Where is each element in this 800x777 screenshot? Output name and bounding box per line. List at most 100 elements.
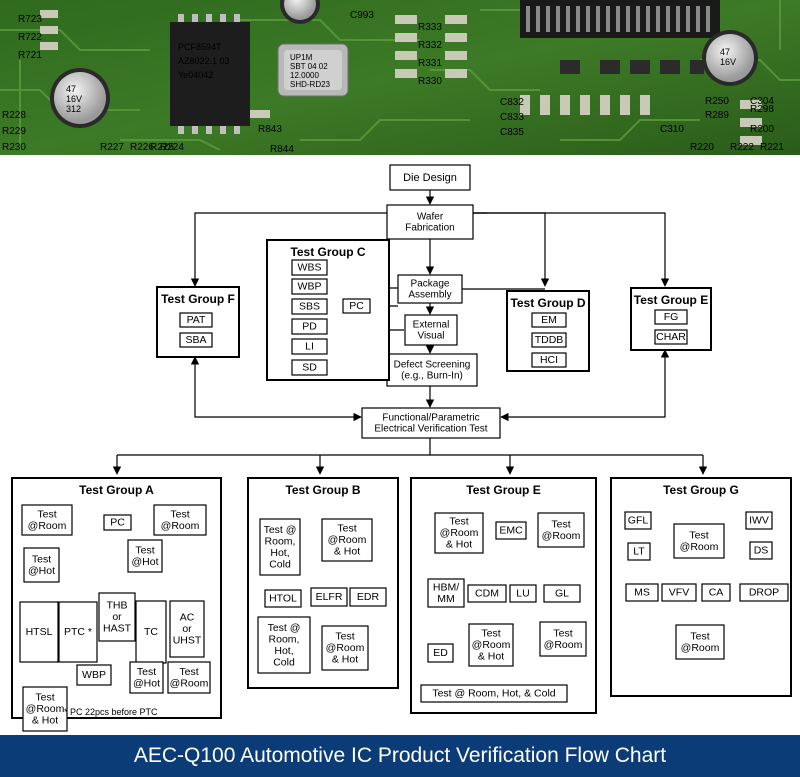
group-f-item-pat-label: PAT: [187, 314, 206, 326]
group-a-thb-hast-label: or: [112, 611, 122, 623]
group-c-item-wbs: WBS: [291, 259, 328, 276]
group-e-test-room-hot-1-label: Test: [449, 516, 468, 528]
group-g-ds-label: DS: [754, 545, 769, 557]
wafer-fabrication-box-label: Wafer: [417, 212, 444, 223]
group-e-test-room-hot-2-label: @Room: [472, 639, 511, 651]
group-b-test-room-hot-1-label: @Room: [328, 534, 367, 546]
group-e-cdm: CDM: [467, 584, 507, 603]
capacitor-marking: 47: [66, 84, 76, 94]
group-g-vfv-label: VFV: [669, 587, 689, 599]
group-e-hbm-mm-label: MM: [437, 593, 455, 605]
flow-connector: [500, 349, 670, 422]
group-g-iwv: IWV: [745, 511, 773, 530]
group-g-drop-label: DROP: [749, 587, 779, 599]
pcb-silkscreen-label: R228: [2, 110, 26, 121]
ic-chip-marking: AZ8022.1 03: [178, 56, 230, 66]
group-a-test-room-hot-label: & Hot: [32, 715, 58, 727]
group-d-item-tddb: TDDB: [531, 332, 567, 348]
package-assembly-box-label: Assembly: [408, 290, 451, 301]
group-a-test-hot-2-label: Test: [135, 544, 154, 556]
group-b-test-room-hot-1-label: Test: [337, 523, 356, 535]
group-c-item-pd: PD: [291, 318, 328, 335]
test-group-g-title: Test Group G: [663, 483, 739, 497]
pcb-silkscreen-label: R333: [418, 22, 442, 33]
group-e-emc: EMC: [495, 521, 527, 540]
group-e-ed-label: ED: [433, 647, 448, 659]
group-c-item-wbp: WBP: [291, 278, 328, 295]
group-b-test-rhc-2: Test @Room,Hot,Cold: [257, 616, 311, 674]
group-b-htol-label: HTOL: [269, 593, 297, 605]
group-a-test-hot-3-label: Test: [137, 666, 156, 678]
group-e-test-room-1-label: Test: [551, 518, 570, 530]
test-group-e-top-title: Test Group E: [634, 293, 708, 307]
group-b-test-rhc-1-label: Room,: [265, 535, 296, 547]
pcb-silkscreen-label: C833: [500, 112, 524, 123]
group-a-test-room-1-label: Test: [37, 508, 56, 520]
defect-screening-box-label: Defect Screening: [394, 360, 471, 371]
group-a-ac-uhst-label: AC: [180, 612, 195, 624]
wafer-fabrication-box-label: Fabrication: [405, 223, 454, 234]
capacitor-marking: 16V: [720, 57, 736, 67]
group-c-pc-box-label: PC: [349, 300, 364, 312]
pcb-silkscreen-label: R226: [130, 142, 154, 153]
caption-text: AEC-Q100 Automotive IC Product Verificat…: [133, 744, 667, 767]
group-d-item-em-label: EM: [541, 314, 557, 326]
group-b-elfr-label: ELFR: [316, 591, 343, 603]
group-e-test-room-2-label: Test: [553, 627, 572, 639]
pcb-silkscreen-label: R225: [150, 142, 174, 153]
group-f-item-sba-label: SBA: [185, 334, 206, 346]
group-g-gfl-label: GFL: [628, 515, 649, 527]
group-a-test-room-3-label: Test: [179, 666, 198, 678]
group-b-test-room-hot-1: Test@Room& Hot: [321, 518, 373, 562]
group-g-gfl: GFL: [624, 511, 652, 530]
group-g-ca: CA: [701, 583, 731, 602]
group-b-test-rhc-2-label: Room,: [269, 633, 300, 645]
group-e-test-room-hot-1: Test@Room& Hot: [434, 512, 484, 554]
defect-screening-box-label: (e.g., Burn-In): [401, 371, 463, 382]
test-group-c: Test Group C: [266, 239, 390, 381]
group-a-test-room-3-label: @Room: [170, 677, 209, 689]
group-a-tc-label: TC: [144, 626, 158, 638]
group-b-test-rhc-2-label: Hot,: [274, 645, 293, 657]
group-a-ac-uhst-label: UHST: [173, 635, 202, 647]
group-a-test-room-hot-label: Test: [35, 692, 54, 704]
group-a-test-room-hot: Test@Room& Hot: [22, 686, 68, 732]
group-c-item-sbs: SBS: [291, 298, 328, 315]
group-c-item-pd-label: PD: [302, 321, 317, 333]
group-c-item-wbp-label: WBP: [298, 281, 322, 293]
group-a-footnote: * PC 22pcs before PTC: [64, 707, 158, 717]
group-e-cdm-label: CDM: [475, 588, 499, 600]
group-b-htol: HTOL: [264, 589, 302, 608]
group-d-item-em: EM: [531, 312, 567, 328]
group-c-item-sd: SD: [291, 359, 328, 376]
test-group-a-title: Test Group A: [79, 483, 154, 497]
group-e-test-room-2: Test@Room: [539, 621, 587, 657]
pcb-silkscreen-label: R250: [705, 96, 729, 107]
test-group-d-title: Test Group D: [510, 296, 585, 310]
group-b-test-room-hot-2-label: @Room: [326, 642, 365, 654]
group-a-thb-hast-label: THB: [107, 600, 128, 612]
group-a-ptc-label: PTC *: [64, 626, 92, 638]
flow-connector: [190, 212, 387, 287]
group-d-item-hci: HCI: [531, 352, 567, 368]
pcb-silkscreen-label: C835: [500, 127, 524, 138]
group-a-test-hot-2-label: @Hot: [132, 556, 159, 568]
group-e-gl-label: GL: [555, 588, 569, 600]
group-e-emc-label: EMC: [499, 525, 523, 537]
pcb-silkscreen-label: R222: [730, 142, 754, 153]
group-e-test-rhc: Test @ Room, Hot, & Cold: [420, 684, 568, 703]
group-a-test-hot-3-label: @Hot: [133, 677, 160, 689]
group-c-pc-box: PC: [342, 298, 371, 314]
pcb-silkscreen-label: R722: [18, 32, 42, 43]
group-b-test-rhc-1: Test @Room,Hot,Cold: [259, 518, 301, 576]
group-e-top-item-fg-label: FG: [664, 311, 679, 323]
group-a-test-room-2-label: Test: [170, 508, 189, 520]
group-e-test-room-hot-2-label: Test: [481, 628, 500, 640]
ic-chip-marking: PCF8594T: [178, 42, 222, 52]
group-a-htsl: HTSL: [19, 601, 59, 663]
pcb-silkscreen-label: C993: [350, 10, 374, 21]
